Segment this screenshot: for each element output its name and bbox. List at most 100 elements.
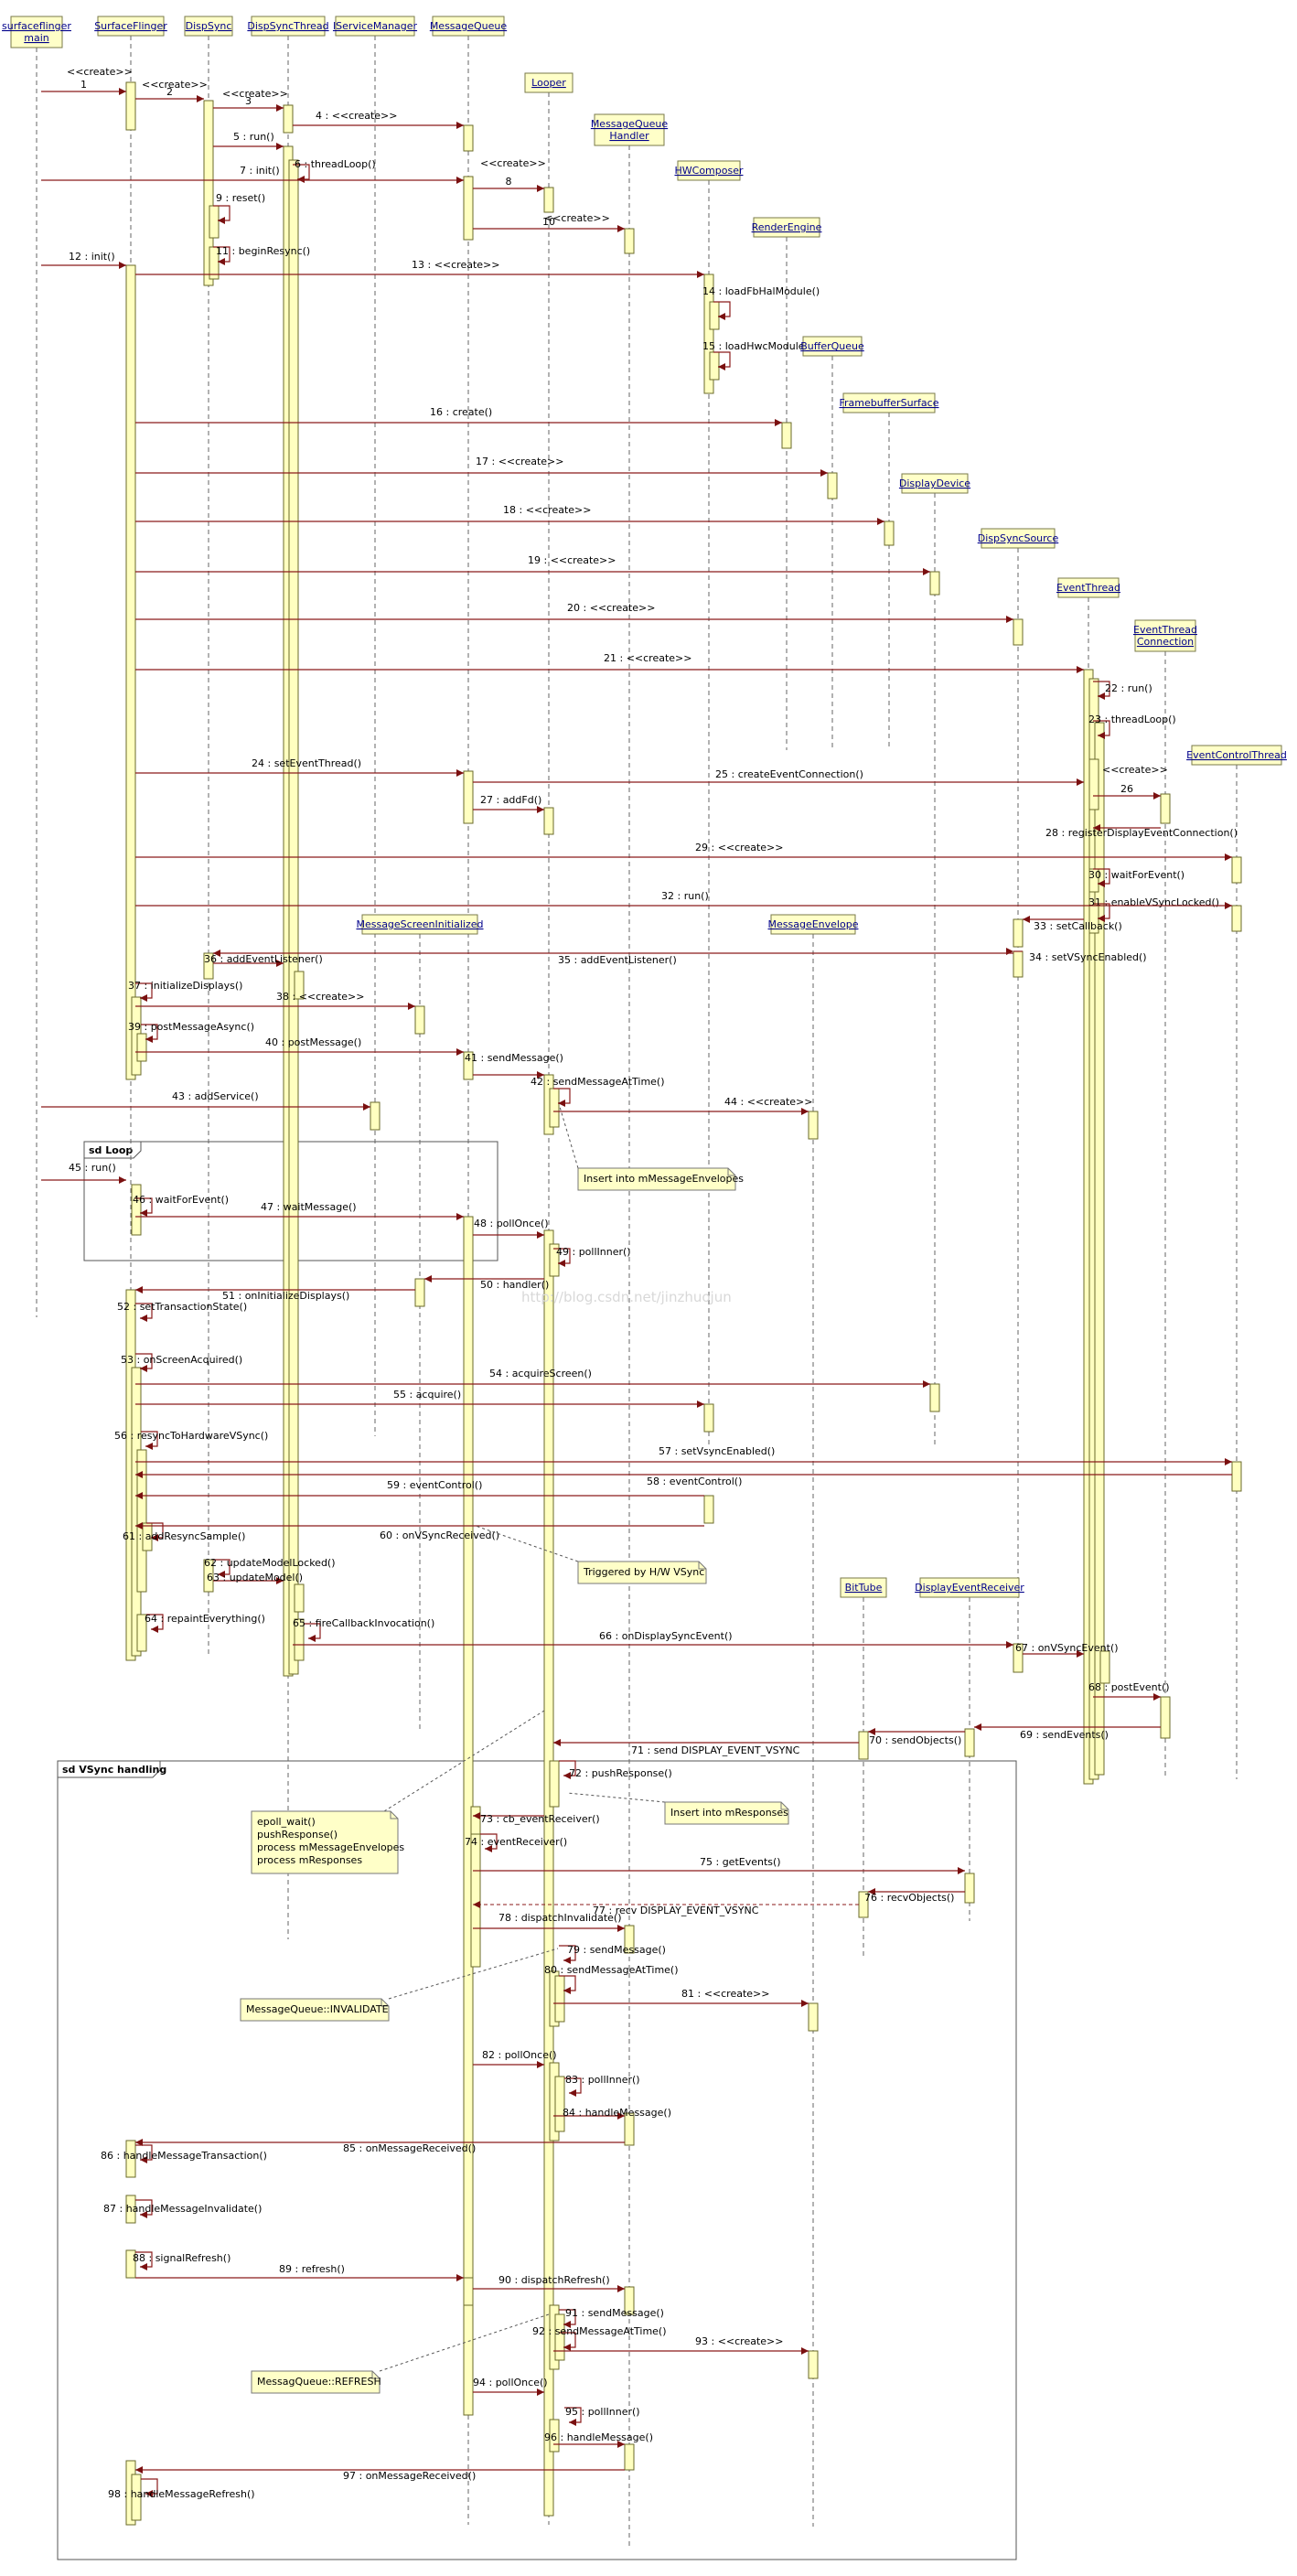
participant-eventcontrolthread[interactable]: EventControlThread bbox=[1186, 745, 1287, 766]
activation-dispsyncsource bbox=[1013, 950, 1024, 978]
message-17: 17 : <<create>> bbox=[135, 456, 828, 477]
activation-hwcomposer bbox=[703, 1495, 714, 1524]
message-24: 24 : setEventThread() bbox=[135, 757, 464, 777]
arrow-head bbox=[145, 1036, 153, 1043]
arrow-head bbox=[1006, 616, 1013, 623]
arrow-head bbox=[617, 2441, 625, 2448]
note-triggered-hw: Triggered by H/W VSync bbox=[475, 1525, 707, 1584]
note-fold bbox=[727, 1168, 735, 1176]
activation-mqhandler bbox=[624, 1925, 635, 1954]
message-label: 9 : reset() bbox=[216, 192, 265, 204]
message-3: <<create>>3 bbox=[213, 88, 288, 112]
message-label: 61 : addResyncSample() bbox=[123, 1530, 245, 1542]
frame-vsync: sd VSync handling bbox=[57, 1760, 1017, 2560]
arrow-head bbox=[1098, 915, 1105, 922]
activation-msi bbox=[414, 1005, 425, 1035]
activation-messagequeue bbox=[463, 1051, 474, 1080]
note-text: pushResponse() bbox=[257, 1829, 338, 1841]
message-70: 70 : sendObjects() bbox=[868, 1728, 965, 1746]
participant-box bbox=[1057, 577, 1120, 598]
participant-dispsync[interactable]: DispSync bbox=[184, 16, 233, 37]
message-label: 14 : loadFbHalModule() bbox=[702, 285, 820, 297]
activation-messagequeue bbox=[463, 770, 474, 824]
arrow-head bbox=[276, 960, 284, 967]
message-59: 59 : eventControl() bbox=[135, 1479, 704, 1499]
message-82: 82 : pollOnce() bbox=[473, 2049, 557, 2068]
message-label: 30 : waitForEvent() bbox=[1088, 869, 1184, 881]
participant-fbsurface[interactable]: FramebufferSurface bbox=[839, 392, 939, 413]
activation-eventthread bbox=[1088, 758, 1099, 810]
message-14: 14 : loadFbHalModule() bbox=[702, 285, 820, 320]
frame-label: sd VSync handling bbox=[62, 1764, 166, 1776]
message-label: 37 : initializeDisplays() bbox=[128, 980, 242, 992]
activation-dispsyncsource bbox=[1013, 1643, 1024, 1673]
participant-messageenvelope[interactable]: MessageEnvelope bbox=[768, 914, 859, 935]
message-label: 53 : onScreenAcquired() bbox=[121, 1354, 242, 1366]
message-label: 65 : fireCallbackInvocation() bbox=[293, 1617, 434, 1629]
note-text: MessageQueue::INVALIDATE bbox=[246, 2003, 389, 2015]
arrow-head bbox=[563, 1772, 571, 1779]
arrow-head bbox=[1006, 1641, 1013, 1648]
message-81: 81 : <<create>> bbox=[553, 1988, 809, 2007]
message-66: 66 : onDisplaySyncEvent() bbox=[293, 1630, 1013, 1648]
participant-bufferqueue[interactable]: BufferQueue bbox=[800, 336, 864, 357]
activation-dispsync bbox=[203, 952, 214, 980]
message-9: 9 : reset() bbox=[213, 192, 265, 224]
participant-label: HWComposer bbox=[674, 165, 743, 177]
message-78: 78 : dispatchInvalidate() bbox=[473, 1912, 625, 1932]
participant-der[interactable]: DisplayEventReceiver bbox=[915, 1577, 1024, 1598]
arrow-head bbox=[363, 1103, 370, 1111]
participant-box bbox=[335, 16, 415, 37]
participant-hwcomposer[interactable]: HWComposer bbox=[674, 160, 744, 181]
activation-sf bbox=[136, 1449, 147, 1593]
message-79: 79 : sendMessage() bbox=[559, 1944, 666, 1964]
message-label: 18 : <<create>> bbox=[503, 504, 591, 516]
message-label: 6 : threadLoop() bbox=[295, 158, 376, 170]
message-label: <<create>> bbox=[1102, 764, 1168, 776]
participant-looper[interactable]: Looper bbox=[524, 72, 573, 93]
message-80: 80 : sendMessageAtTime() bbox=[544, 1964, 679, 1994]
message-8: <<create>>8 bbox=[473, 157, 546, 192]
message-56: 56 : resyncToHardwareVSync() bbox=[114, 1430, 268, 1450]
message-86: 86 : handleMessageTransaction() bbox=[101, 2144, 267, 2163]
message-label: 35 : addEventListener() bbox=[558, 954, 677, 966]
participant-displaydevice[interactable]: DisplayDevice bbox=[899, 473, 970, 494]
participant-box bbox=[1191, 745, 1282, 766]
message-63: 63 : updateModel() bbox=[207, 1572, 303, 1584]
message-label: 40 : postMessage() bbox=[265, 1036, 361, 1048]
arrow-head bbox=[119, 88, 126, 95]
arrow-head bbox=[140, 2263, 147, 2270]
arrow-head bbox=[145, 2490, 153, 2497]
participant-sf[interactable]: SurfaceFlinger bbox=[94, 16, 167, 37]
participant-label: MessageScreenInitialized bbox=[356, 918, 483, 930]
message-label: <<create>> bbox=[480, 157, 546, 169]
participant-messagequeue[interactable]: MessageQueue bbox=[430, 16, 508, 37]
arrow-head bbox=[697, 1401, 704, 1408]
arrow-head bbox=[1153, 792, 1161, 800]
message-label: 79 : sendMessage() bbox=[567, 1944, 666, 1956]
message-44: 44 : <<create>> bbox=[553, 1096, 812, 1115]
activation-looper bbox=[554, 1975, 565, 2023]
participant-renderengine[interactable]: RenderEngine bbox=[752, 217, 822, 238]
participant-dispsyncsource[interactable]: DispSyncSource bbox=[978, 528, 1059, 549]
participant-msi[interactable]: MessageScreenInitialized bbox=[356, 914, 484, 935]
note-fold bbox=[780, 1802, 788, 1810]
message-label: 83 : pollInner() bbox=[565, 2074, 640, 2086]
arrow-head bbox=[617, 1925, 625, 1932]
message-label: 71 : send DISPLAY_EVENT_VSYNC bbox=[631, 1744, 800, 1756]
activation-looper bbox=[549, 1760, 560, 1808]
participant-bittube[interactable]: BitTube bbox=[840, 1577, 887, 1598]
activation-renderengine bbox=[781, 422, 792, 449]
note-text: epoll_wait() bbox=[257, 1816, 316, 1828]
message-label: 19 : <<create>> bbox=[528, 554, 616, 566]
participant-iservicemanager[interactable]: IServiceManager bbox=[333, 16, 418, 37]
participant-eventthread[interactable]: EventThread bbox=[1056, 577, 1120, 598]
message-19: 19 : <<create>> bbox=[135, 554, 930, 575]
participant-dispsyncthread[interactable]: DispSyncThread bbox=[247, 16, 329, 37]
message-30: 30 : waitForEvent() bbox=[1088, 868, 1184, 887]
